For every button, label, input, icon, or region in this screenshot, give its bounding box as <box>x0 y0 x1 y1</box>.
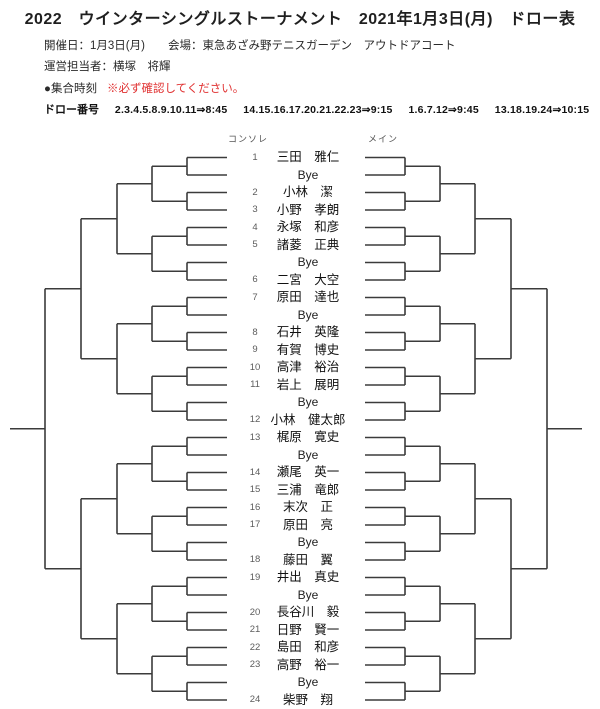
player-name: 小林 健太郎 <box>270 412 346 427</box>
seed-number: 12 <box>249 414 261 425</box>
bye-slot: Bye <box>297 167 319 182</box>
seed-number: 16 <box>249 501 261 513</box>
seed-number: 14 <box>249 466 261 478</box>
seed-number: 20 <box>249 606 261 618</box>
player-name: 島田 和彦 <box>276 640 340 654</box>
seed-number: 9 <box>252 344 258 355</box>
player-name: 三浦 竜郎 <box>276 482 340 497</box>
seed-number: 7 <box>252 291 258 303</box>
bye-slot: Bye <box>297 675 319 689</box>
draw-numbers-line: ドロー番号 2.3.4.5.8.9.10.11⇒8:45 14.15.16.17… <box>44 101 589 117</box>
seed-number: 18 <box>249 554 261 565</box>
meeting-time-line: ●集合時刻 ※必ず確認してください。 <box>44 80 244 96</box>
bracket-path <box>10 156 582 701</box>
event-manager: 運営担当者：横塚 将輝 <box>44 61 171 73</box>
draw-group-2: 14.15.16.17.20.21.22.23⇒9:15 <box>243 104 393 116</box>
page-title: 2022 ウインターシングルストーナメント 2021年1月3日(月) ドロー表 <box>24 11 576 28</box>
seed-number: 13 <box>249 431 261 443</box>
player-name: 藤田 翼 <box>282 552 333 567</box>
player-name: 高津 裕治 <box>276 360 340 374</box>
player-name: 長谷川 毅 <box>276 605 340 619</box>
player-name: 小野 孝朗 <box>276 202 340 217</box>
seed-number: 15 <box>249 484 261 495</box>
meeting-time-note: ※必ず確認してください。 <box>106 83 245 95</box>
seed-number: 5 <box>252 239 258 250</box>
seed-number: 23 <box>249 659 261 670</box>
player-name: 瀬尾 英一 <box>276 465 340 479</box>
draw-group-4: 13.18.19.24⇒10:15 <box>494 104 590 116</box>
player-name: 末次 正 <box>282 500 333 514</box>
bye-slot: Bye <box>297 587 319 602</box>
player-name: 井出 真史 <box>276 570 340 584</box>
player-name: 日野 賢一 <box>276 622 340 637</box>
seed-number: 6 <box>252 274 258 285</box>
bye-slot: Bye <box>297 255 319 269</box>
seed-number: 24 <box>249 694 261 705</box>
player-name: 原田 亮 <box>282 517 333 532</box>
bye-slot: Bye <box>297 447 319 462</box>
event-date-venue: 開催日：1月3日(月) 会場：東急あざみ野テニスガーデン アウトドアコート <box>44 40 456 52</box>
seed-number: 4 <box>252 221 258 233</box>
player-name: 原田 達也 <box>276 290 340 304</box>
seed-number: 19 <box>249 571 261 583</box>
consolation-label: コンソレ <box>228 134 269 144</box>
meeting-time-label: ●集合時刻 <box>44 83 97 95</box>
player-name: 柴野 翔 <box>282 692 333 707</box>
seed-number: 3 <box>252 204 258 215</box>
seed-number: 10 <box>249 361 261 373</box>
bye-slot: Bye <box>297 535 319 549</box>
main-label: メイン <box>368 134 399 144</box>
bye-slot: Bye <box>297 395 319 409</box>
player-name: 三田 雅仁 <box>276 150 340 164</box>
player-name: 諸菱 正典 <box>276 237 340 252</box>
bye-slot: Bye <box>297 307 319 322</box>
player-name: 小林 潔 <box>282 185 333 199</box>
draw-numbers-label: ドロー番号 <box>44 104 99 116</box>
player-name: 永塚 和彦 <box>276 220 340 234</box>
seed-number: 22 <box>249 641 261 653</box>
seed-number: 1 <box>252 151 258 163</box>
player-name: 岩上 展明 <box>276 377 340 392</box>
seed-number: 2 <box>252 186 258 198</box>
seed-number: 8 <box>252 326 258 338</box>
player-name: 石井 英隆 <box>276 325 340 339</box>
player-name: 二宮 大空 <box>276 272 340 287</box>
player-name: 梶原 寛史 <box>276 430 340 444</box>
draw-group-3: 1.6.7.12⇒9:45 <box>408 104 479 116</box>
seed-number: 17 <box>249 519 261 530</box>
seed-number: 21 <box>249 624 261 635</box>
player-name: 高野 裕一 <box>276 657 340 672</box>
player-name: 有賀 博史 <box>276 342 340 357</box>
seed-number: 11 <box>250 379 260 390</box>
draw-group-1: 2.3.4.5.8.9.10.11⇒8:45 <box>114 104 228 116</box>
